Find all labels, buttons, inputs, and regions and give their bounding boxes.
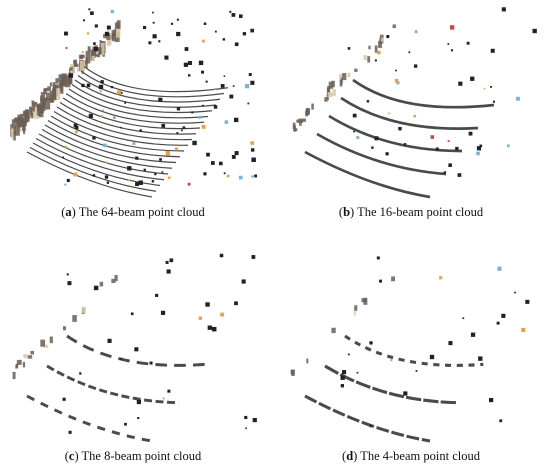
panel-16-beam: (b) The 16-beam point cloud xyxy=(280,2,542,224)
caption-text: The 64-beam point cloud xyxy=(78,205,205,219)
panel-letter: c xyxy=(68,449,75,463)
panel-4-beam: (d) The 4-beam point cloud xyxy=(280,246,542,468)
panel-caption: (c) The 8-beam point cloud xyxy=(64,449,202,463)
panel-letter: a xyxy=(65,205,72,219)
panel-caption: (a) The 64-beam point cloud xyxy=(61,205,205,219)
caption-text: The 8-beam point cloud xyxy=(81,449,202,463)
point-cloud-image xyxy=(12,253,257,443)
panel-64-beam: (a) The 64-beam point cloud xyxy=(2,2,264,224)
caption-text: The 4-beam point cloud xyxy=(360,449,480,463)
panel-letter: b xyxy=(343,205,351,219)
panel-letter: d xyxy=(346,449,354,463)
panel-8-beam: (c) The 8-beam point cloud xyxy=(2,246,264,468)
point-cloud-image xyxy=(290,256,530,443)
panel-caption: (b) The 16-beam point cloud xyxy=(338,205,484,219)
point-cloud-image xyxy=(292,7,537,199)
panel-caption: (d) The 4-beam point cloud xyxy=(342,449,480,463)
point-cloud-image xyxy=(10,8,258,198)
caption-text: The 16-beam point cloud xyxy=(357,205,484,219)
